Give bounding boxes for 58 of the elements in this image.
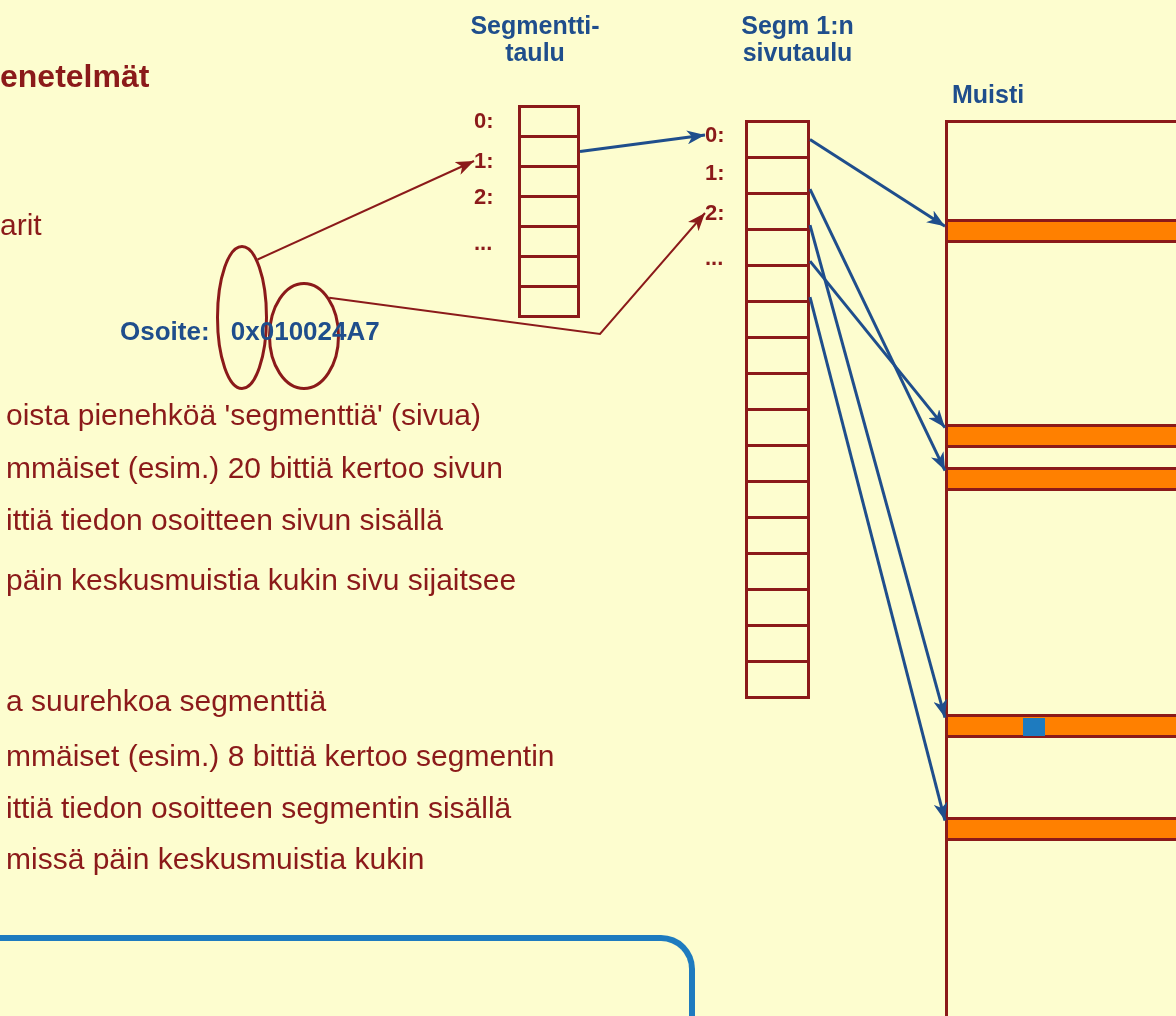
memory-segment-bar — [945, 467, 1176, 491]
body-text: oista pienehköä 'segmenttiä' (sivua) — [6, 398, 482, 432]
arrow — [808, 296, 948, 821]
memory-segment-bar — [945, 714, 1176, 738]
table-row — [518, 225, 580, 258]
row-index: 2: — [474, 183, 494, 211]
table-row — [518, 165, 580, 198]
arrow — [808, 224, 947, 718]
table-row — [518, 105, 580, 138]
body-text: ittiä tiedon osoitteen segmentin sisällä — [6, 791, 512, 825]
body-text: mmäiset (esim.) 8 bittiä kertoo segmentin — [6, 739, 555, 773]
body-text: ittiä tiedon osoitteen sivun sisällä — [6, 503, 443, 537]
row-index: 1: — [705, 159, 725, 187]
memory-segment-bar — [945, 424, 1176, 448]
table-row — [745, 156, 810, 195]
table-row — [745, 516, 810, 555]
body-text: mmäiset (esim.) 20 bittiä kertoo sivun — [6, 451, 503, 485]
table-row — [745, 120, 810, 159]
body-text: päin keskusmuistia kukin sivu sijaitsee — [6, 563, 517, 597]
row-index: ... — [705, 244, 724, 272]
arrow — [809, 138, 946, 228]
slide-title: enetelmät — [0, 58, 150, 95]
arrow — [808, 260, 947, 429]
memory-segment-bar — [945, 817, 1176, 841]
memory-segment-bar — [945, 219, 1176, 243]
arrow — [328, 212, 706, 336]
table-row — [518, 195, 580, 228]
arrow — [256, 160, 475, 261]
rounded-frame — [0, 935, 695, 1016]
arrow — [808, 188, 947, 472]
table-row — [745, 480, 810, 519]
table-row — [745, 660, 810, 699]
table-row — [745, 588, 810, 627]
table-heading: Segmentti- taulu — [469, 12, 601, 66]
table-row — [745, 264, 810, 303]
row-index: 1: — [474, 146, 500, 176]
table-row — [518, 285, 580, 318]
arrow — [579, 130, 706, 153]
table-row — [745, 624, 810, 663]
table-row — [518, 135, 580, 168]
row-index: 2: — [705, 198, 731, 228]
body-text: missä päin keskusmuistia kukin — [6, 842, 425, 876]
body-text: a suurehkoa segmenttiä — [6, 684, 327, 718]
table-row — [745, 300, 810, 339]
row-index: 0: — [705, 120, 731, 150]
table-row — [518, 255, 580, 288]
table-row — [745, 192, 810, 231]
table-row — [745, 336, 810, 375]
memory-heading: Muisti — [952, 80, 1025, 109]
table-row — [745, 228, 810, 267]
row-index: 0: — [474, 107, 494, 135]
table-row — [745, 552, 810, 591]
row-index: ... — [474, 229, 493, 257]
table-heading: Segm 1:n sivutaulu — [740, 12, 855, 66]
table-row — [745, 444, 810, 483]
table-row — [745, 372, 810, 411]
table-row — [745, 408, 810, 447]
body-text: arit — [0, 208, 42, 242]
